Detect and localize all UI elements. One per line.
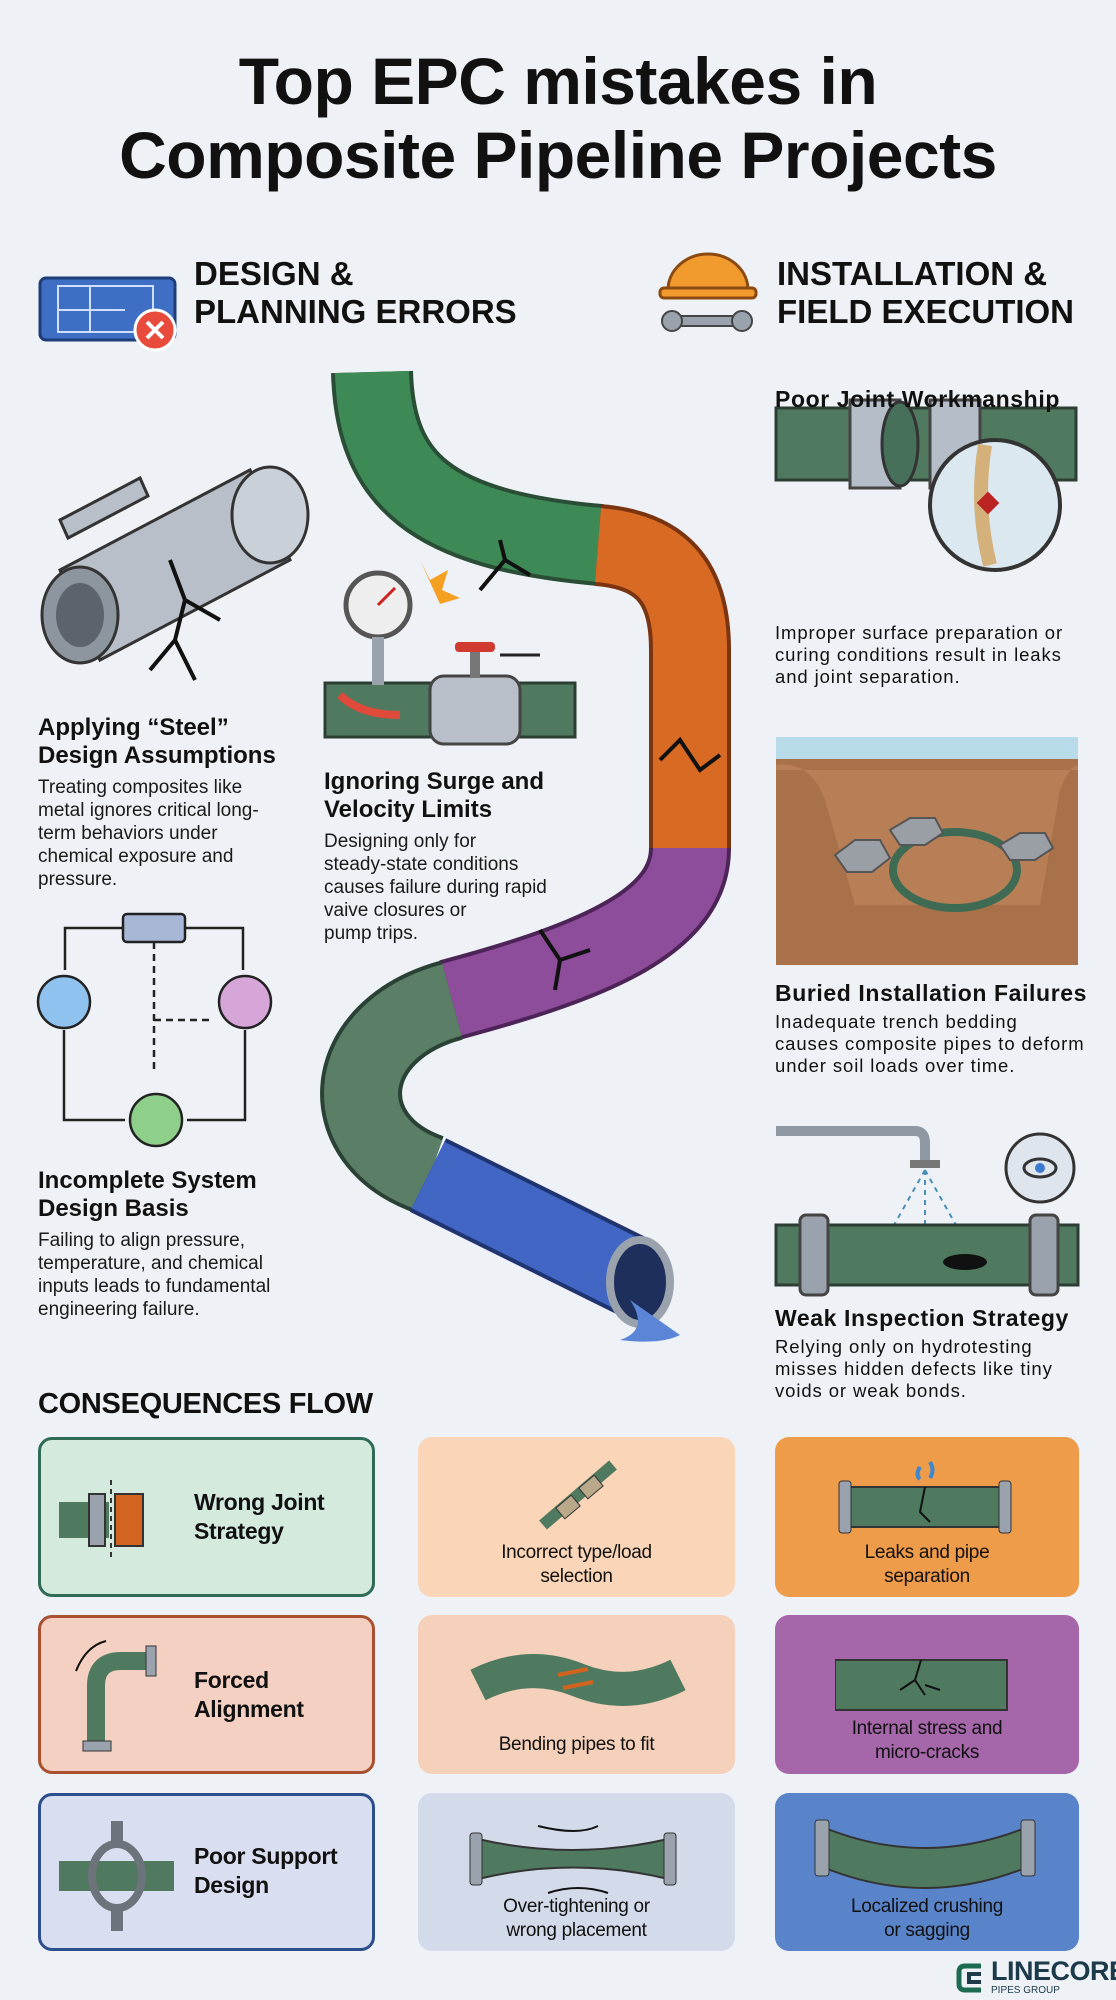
pipe-clamp-icon (59, 1821, 174, 1931)
main-pipeline-illustration (320, 370, 731, 1342)
leaking-pipe-icon (838, 1460, 1012, 1534)
installation-item-joint-workmanship-heading: Poor Joint Workmanship (775, 386, 1060, 412)
section-installation-heading: INSTALLATION & FIELD EXECUTION (777, 255, 1075, 330)
elbow-pipe-icon (75, 1640, 157, 1752)
blueprint-error-icon (38, 276, 177, 352)
consequences-title: CONSEQUENCES FLOW (38, 1388, 373, 1420)
sagging-pipe-icon (814, 1819, 1036, 1889)
pinched-pipe-icon (469, 1825, 677, 1894)
buried-trench-illustration (776, 737, 1078, 965)
linecore-logo-icon (956, 1963, 981, 1992)
installation-item-joint-workmanship-body: Improper surface preparation or curing c… (775, 622, 1064, 687)
joint-mismatch-icon (59, 1480, 144, 1560)
cracked-steel-pipe-illustration (40, 465, 310, 681)
joint-workmanship-illustration (774, 398, 1078, 572)
surge-valve-illustration (323, 560, 577, 746)
system-design-diagram (36, 912, 273, 1148)
page-title: Top EPC mistakes in Composite Pipeline P… (119, 44, 997, 192)
brand-logo: LINECORE PIPES GROUP (955, 1958, 1116, 1997)
hardhat-wrench-icon (658, 252, 758, 332)
design-item-surge-limits: Ignoring Surge and Velocity Limits Desig… (324, 768, 547, 944)
installation-item-buried: Buried Installation Failures Inadequate … (775, 980, 1088, 1076)
design-item-system-basis: Incomplete System Design Basis Failing t… (38, 1167, 271, 1320)
broken-coupling-icon (539, 1460, 617, 1530)
effect-card-bending: Bending pipes to fit (418, 1615, 735, 1774)
bent-pipe-icon (470, 1654, 686, 1706)
cracked-pipe-icon (835, 1659, 1008, 1711)
design-item-steel-assumptions: Applying “Steel” Design Assumptions Trea… (38, 714, 276, 890)
inspection-illustration (774, 1126, 1080, 1297)
installation-item-inspection: Weak Inspection Strategy Relying only on… (775, 1305, 1069, 1401)
section-design-heading: DESIGN & PLANNING ERRORS (194, 255, 517, 330)
